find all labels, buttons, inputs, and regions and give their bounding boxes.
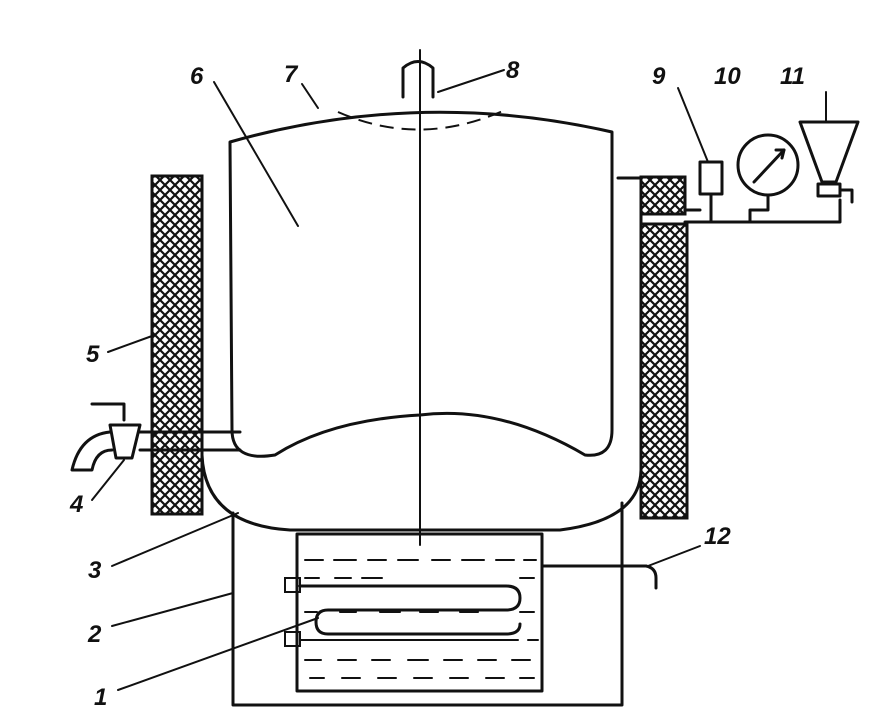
label-4: 4	[69, 491, 83, 518]
label-12: 12	[704, 523, 731, 550]
water-surface-lines	[304, 559, 539, 679]
label-3: 3	[88, 557, 102, 584]
inner-chamber	[228, 110, 614, 458]
outer-vessel	[200, 176, 643, 532]
insulation-jacket	[150, 174, 689, 520]
base-housing	[231, 501, 624, 707]
label-6: 6	[190, 63, 204, 90]
insulation-right-upper	[639, 175, 687, 216]
drain-outlet	[540, 564, 658, 590]
filling-funnel	[798, 120, 860, 184]
label-8: 8	[506, 57, 520, 84]
label-2: 2	[87, 621, 102, 648]
lid-handle	[401, 60, 435, 99]
leader-lines	[91, 69, 827, 691]
label-11: 11	[780, 63, 805, 90]
heating-coil	[284, 577, 522, 647]
funnel-valve	[816, 182, 842, 198]
safety-valve	[698, 160, 724, 196]
label-5: 5	[86, 341, 100, 368]
drain-tap	[70, 402, 242, 472]
gauge-assembly	[683, 120, 860, 224]
label-9: 9	[652, 63, 666, 90]
insulation-left	[150, 174, 204, 516]
label-7: 7	[284, 61, 299, 88]
insulation-right	[639, 222, 689, 520]
label-1: 1	[94, 684, 107, 711]
label-10: 10	[714, 63, 741, 90]
